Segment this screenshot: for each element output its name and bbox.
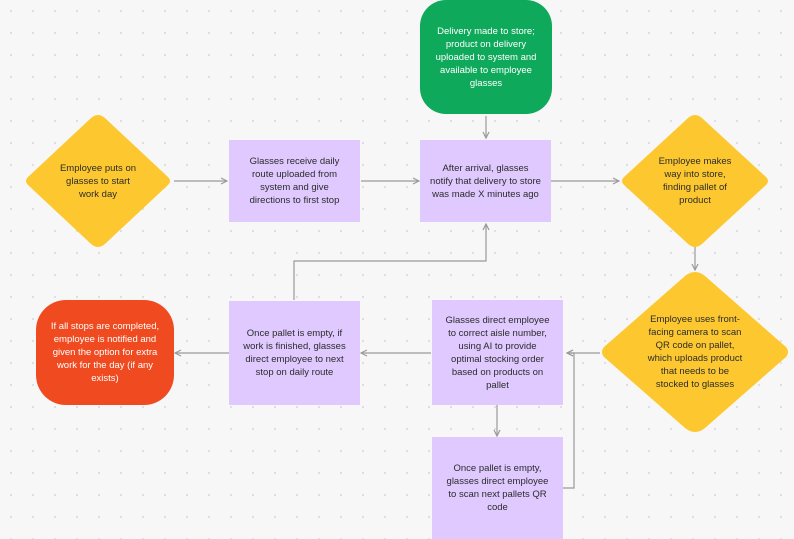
employee-makes-way-label: Employee makes way into store, finding p… xyxy=(658,156,732,206)
employee-puts-on-glasses-label: Employee puts on glasses to start work d… xyxy=(59,162,137,200)
pallet-empty-next-stop-node[interactable]: Once pallet is empty, if work is finishe… xyxy=(229,301,360,405)
all-stops-completed-node[interactable]: If all stops are completed, employee is … xyxy=(36,300,174,405)
connector-next-qr-loop xyxy=(563,353,575,489)
decision-diamond-shape xyxy=(622,115,768,247)
employee-makes-way-node[interactable]: Employee makes way into store, finding p… xyxy=(620,115,770,247)
decision-diamond-shape xyxy=(602,272,788,432)
connector-next-stop-loop xyxy=(293,224,486,300)
all-stops-completed-label: If all stops are completed, employee is … xyxy=(50,321,160,384)
glasses-direct-aisle-label: Glasses direct employee to correct aisle… xyxy=(445,314,550,391)
delivery-made-node[interactable]: Delivery made to store; product on deliv… xyxy=(420,0,552,114)
glasses-direct-aisle-node[interactable]: Glasses direct employee to correct aisle… xyxy=(432,300,563,405)
glasses-receive-route-node[interactable]: Glasses receive daily route uploaded fro… xyxy=(229,140,360,222)
employee-scans-qr-node[interactable]: Employee uses front-facing camera to sca… xyxy=(600,272,790,432)
after-arrival-notify-node[interactable]: After arrival, glasses notify that deliv… xyxy=(420,140,551,222)
after-arrival-notify-label: After arrival, glasses notify that deliv… xyxy=(430,162,541,200)
employee-puts-on-glasses-node[interactable]: Employee puts on glasses to start work d… xyxy=(24,115,172,247)
decision-diamond-shape xyxy=(26,115,170,247)
employee-scans-qr-label: Employee uses front-facing camera to sca… xyxy=(647,314,743,390)
pallet-empty-next-qr-label: Once pallet is empty, glasses direct emp… xyxy=(446,463,549,513)
delivery-made-label: Delivery made to store; product on deliv… xyxy=(435,25,537,89)
pallet-empty-next-stop-label: Once pallet is empty, if work is finishe… xyxy=(243,328,346,378)
glasses-receive-route-label: Glasses receive daily route uploaded fro… xyxy=(249,156,340,206)
pallet-empty-next-qr-node[interactable]: Once pallet is empty, glasses direct emp… xyxy=(432,437,563,539)
